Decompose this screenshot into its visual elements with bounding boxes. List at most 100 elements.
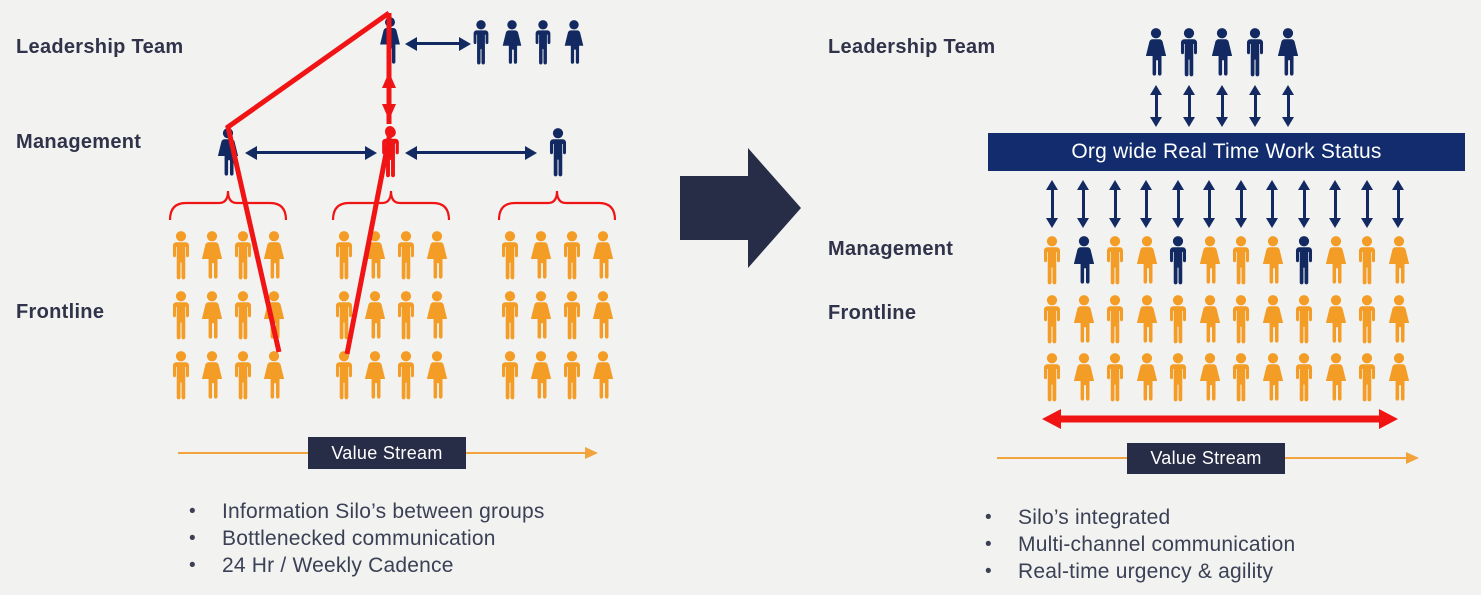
vertical-two-way-arrow-icon [1392, 180, 1404, 228]
person-male-icon [1291, 353, 1317, 403]
person-male-icon [497, 351, 523, 401]
vertical-two-way-arrow-icon [1266, 180, 1278, 228]
person-female-icon [1197, 295, 1223, 345]
person-male-icon [1241, 28, 1269, 78]
leader-person-icon [377, 17, 403, 66]
frontline-rows-icons [1039, 295, 1412, 403]
frontline-group-icons [331, 231, 450, 401]
person-male-icon [559, 231, 585, 281]
person-male-icon [331, 231, 357, 281]
person-female-icon [424, 291, 450, 341]
person-male-icon [1291, 295, 1317, 345]
person-male-icon [545, 128, 571, 178]
person-female-icon [1134, 353, 1160, 403]
person-female-icon [1197, 353, 1223, 403]
person-female-icon [424, 231, 450, 281]
person-male-icon [168, 351, 194, 401]
person-female-icon [1323, 295, 1349, 345]
person-male-icon [1165, 295, 1191, 345]
person-male-icon [377, 127, 404, 179]
person-male-icon [1228, 295, 1254, 345]
leadership-group-icons [468, 20, 587, 66]
vertical-two-way-arrow-icon [1045, 180, 1058, 228]
org-status-banner: Org wide Real Time Work Status [988, 133, 1465, 171]
integrated-flow-arrow-icon [1042, 409, 1398, 429]
person-male-icon [1354, 353, 1380, 403]
person-female-icon [377, 17, 403, 66]
label-management-left: Management [16, 131, 142, 153]
bullet-item: Silo’s integrated [982, 504, 1295, 531]
vertical-two-way-arrow-icon [1149, 85, 1162, 127]
vertical-two-way-arrow-icon [1171, 180, 1184, 228]
person-male-icon [1165, 353, 1191, 403]
person-female-icon [261, 231, 287, 281]
person-female-icon [1260, 236, 1286, 286]
vertical-two-way-arrow-icon [1360, 180, 1373, 228]
person-female-icon [1386, 353, 1412, 403]
person-female-icon [528, 291, 554, 341]
bullet-item: Multi-channel communication [982, 531, 1295, 558]
manager-person-icon [215, 128, 241, 178]
person-female-icon [1323, 353, 1349, 403]
person-male-icon [1175, 28, 1203, 78]
person-male-icon [559, 351, 585, 401]
person-female-icon [362, 231, 388, 281]
label-management-right: Management [828, 238, 954, 260]
vertical-two-way-arrow-icon [1329, 180, 1341, 228]
person-female-icon [1071, 295, 1097, 345]
person-male-icon [1039, 353, 1065, 403]
value-stream-label-left: Value Stream [331, 442, 443, 463]
value-stream-label-right: Value Stream [1150, 448, 1262, 468]
bullet-item: Real-time urgency & agility [982, 558, 1295, 585]
person-male-icon [230, 351, 256, 401]
group-brace-icon [168, 190, 288, 221]
group-brace-icon [331, 190, 451, 221]
vertical-two-way-arrow-icon [1297, 180, 1310, 228]
frontline-group-icons [168, 231, 287, 401]
vertical-two-way-arrow-icon [1077, 180, 1089, 228]
person-female-icon [261, 291, 287, 341]
person-male-icon [1228, 353, 1254, 403]
person-female-icon [1260, 353, 1286, 403]
person-female-icon [1323, 236, 1349, 286]
person-male-icon [168, 291, 194, 341]
two-way-arrow-icon [405, 145, 537, 160]
person-female-icon [1208, 28, 1236, 78]
group-brace-icon [497, 190, 617, 221]
person-female-icon [1142, 28, 1170, 78]
frontline-group-icons [497, 231, 616, 401]
two-way-arrow-icon [405, 36, 471, 51]
person-female-icon [1134, 236, 1160, 286]
person-female-icon [528, 231, 554, 281]
person-male-icon [1102, 236, 1128, 286]
person-male-icon [168, 231, 194, 281]
person-female-icon [1134, 295, 1160, 345]
vertical-two-way-arrow-icon [1182, 85, 1195, 127]
person-male-icon [1102, 353, 1128, 403]
person-female-icon [199, 231, 225, 281]
vertical-two-way-arrow-icon [1281, 85, 1294, 127]
person-female-icon [1386, 295, 1412, 345]
person-female-icon [1197, 236, 1223, 286]
person-male-icon [1039, 236, 1065, 286]
leadership-arrows-row [1142, 84, 1302, 128]
vertical-two-way-arrow-icon [1203, 180, 1215, 228]
bullet-list-left: Information Silo’s between groups Bottle… [186, 498, 545, 579]
person-male-icon [393, 351, 419, 401]
label-frontline-right: Frontline [828, 302, 917, 324]
two-way-arrow-icon [245, 145, 377, 160]
person-male-icon [497, 231, 523, 281]
person-male-icon [393, 231, 419, 281]
label-leadership-right: Leadership Team [828, 36, 996, 58]
person-female-icon [590, 291, 616, 341]
person-male-icon [230, 231, 256, 281]
person-male-icon [559, 291, 585, 341]
person-male-icon [1354, 236, 1380, 286]
person-female-icon [424, 351, 450, 401]
transformation-arrow-icon [680, 148, 801, 268]
person-male-icon [1228, 236, 1254, 286]
person-female-icon [528, 351, 554, 401]
person-male-icon [230, 291, 256, 341]
person-female-icon [1386, 236, 1412, 286]
